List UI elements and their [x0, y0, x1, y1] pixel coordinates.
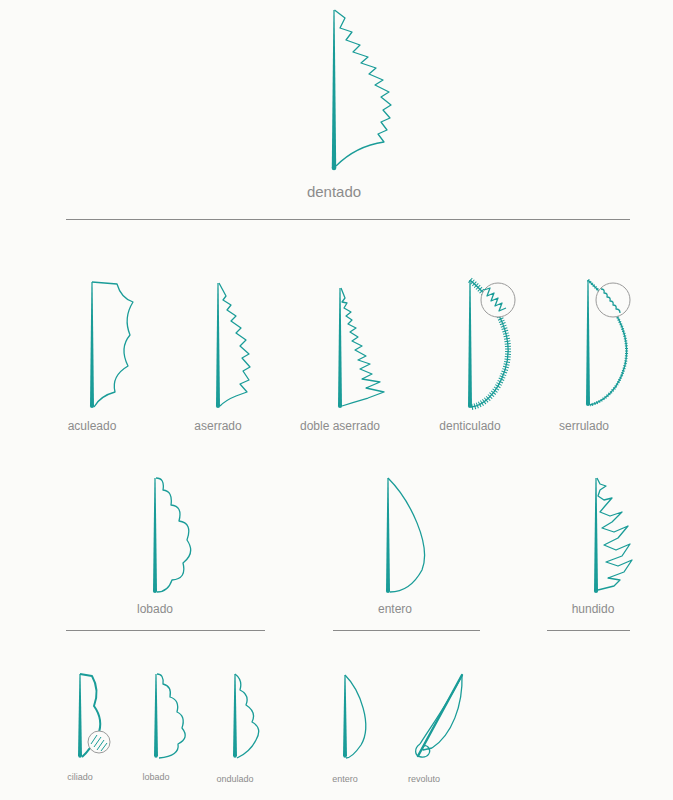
midrib	[586, 280, 590, 404]
magnifier-circle	[596, 283, 630, 317]
midrib-base	[386, 589, 390, 593]
midrib	[468, 280, 472, 406]
midrib	[78, 674, 82, 756]
leaf-lobado	[153, 478, 191, 593]
midrib-base	[154, 754, 158, 758]
midrib	[216, 283, 220, 406]
magnified-teeth	[484, 288, 506, 311]
shape-label: serrulado	[559, 420, 609, 433]
leaf-denticulado	[468, 280, 515, 408]
leaf-aculeado	[90, 282, 133, 408]
magnifier-circle	[481, 283, 515, 317]
midrib	[233, 674, 237, 756]
shape-label: denticulado	[439, 420, 500, 433]
leaf-outline	[432, 675, 462, 748]
leaf-outline	[420, 675, 462, 744]
leaf-aserrado	[216, 283, 250, 408]
leaf-outline	[388, 478, 424, 592]
shape-label: revoluto	[408, 775, 440, 785]
midrib-base	[332, 166, 337, 171]
leaf-serrulado	[586, 280, 630, 406]
midrib	[332, 10, 336, 168]
shape-label: aserrado	[194, 420, 241, 433]
midrib-base	[153, 589, 157, 593]
midrib-base	[90, 404, 94, 408]
shape-label: doble aserrado	[300, 420, 380, 433]
midrib-base	[594, 589, 598, 593]
leaf-doble-aserrado	[338, 288, 384, 408]
shape-label: ondulado	[216, 775, 253, 785]
leaf-outline	[335, 10, 392, 166]
magnifier-circle	[88, 731, 110, 753]
leaf-outline	[345, 675, 366, 758]
midrib	[153, 478, 157, 591]
leaf-outline	[341, 288, 384, 406]
shape-label: entero	[332, 775, 358, 785]
magnified-cilia	[91, 735, 107, 751]
midrib	[418, 675, 462, 756]
separator-lines	[66, 220, 630, 631]
separator-line	[66, 219, 630, 220]
midrib-base	[78, 754, 82, 758]
midrib	[594, 478, 598, 591]
separator-line	[66, 630, 265, 631]
shape-label: lobado	[137, 603, 173, 616]
midrib-base	[233, 754, 237, 758]
leaf-outline	[156, 478, 191, 592]
midrib	[338, 288, 342, 406]
midrib-base	[216, 404, 220, 408]
leaf-revoluto	[416, 675, 462, 757]
shape-label: ciliado	[67, 773, 93, 783]
midrib	[343, 675, 347, 756]
midrib	[154, 674, 158, 756]
midrib-base	[343, 754, 347, 758]
shape-label: lobado	[142, 773, 169, 783]
leaf-outline	[597, 478, 632, 590]
leaf-hundido	[594, 478, 632, 593]
midrib	[90, 282, 94, 406]
midrib	[386, 478, 390, 591]
leaf-outline	[235, 674, 259, 758]
leaf-dentado	[332, 10, 391, 170]
leaf-entero	[386, 478, 425, 593]
leaf-entero-small	[343, 675, 366, 758]
midrib-base	[586, 402, 590, 406]
leaf-lobado-small	[154, 674, 185, 758]
shape-label: dentado	[307, 184, 361, 201]
rolled-margin	[416, 744, 432, 757]
shape-label: hundido	[572, 603, 615, 616]
leaf-outline	[157, 674, 185, 758]
separator-line	[547, 630, 630, 631]
leaf-ondulado	[233, 674, 259, 758]
shape-label: aculeado	[68, 420, 117, 433]
separator-line	[333, 630, 480, 631]
midrib-base	[338, 404, 342, 408]
leaf-outline	[92, 282, 133, 407]
shape-label: entero	[378, 603, 412, 616]
leaf-outline	[219, 283, 250, 406]
magnified-serration	[601, 289, 620, 313]
leaf-ciliado	[78, 674, 110, 758]
